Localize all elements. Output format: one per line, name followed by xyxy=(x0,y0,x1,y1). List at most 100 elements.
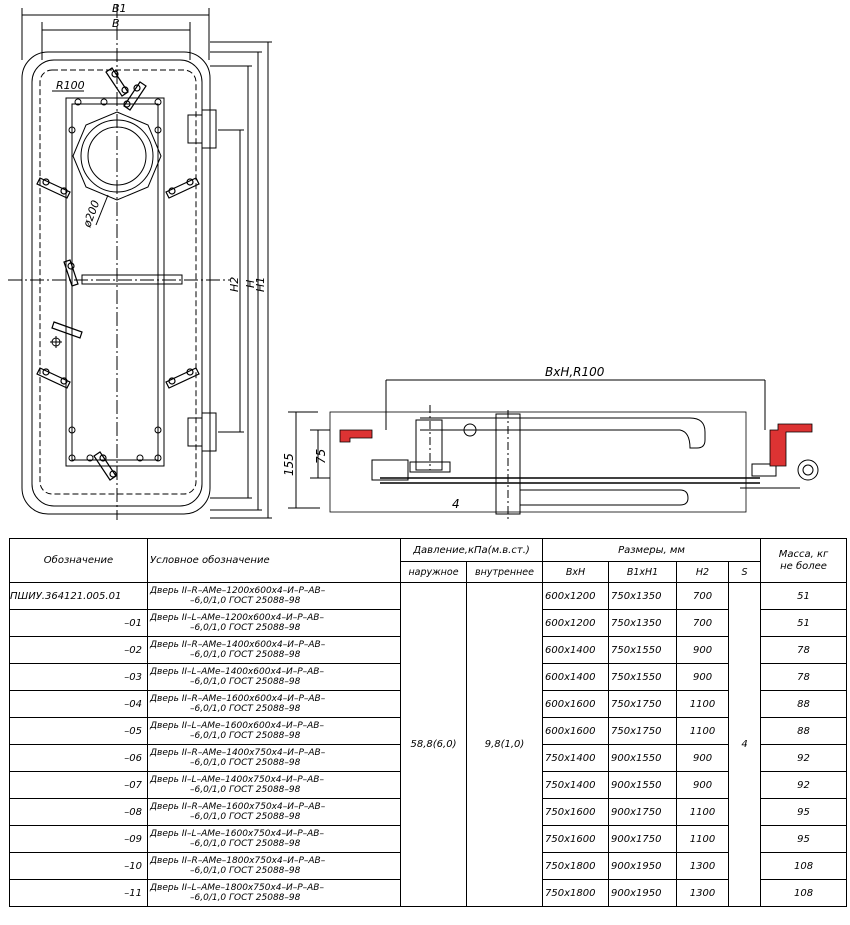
cell-h2: 900 xyxy=(676,636,730,664)
cell-designation: –11 xyxy=(9,879,148,907)
header-bxh: BxH xyxy=(542,561,610,583)
cell-b1h1: 900x1750 xyxy=(608,798,678,826)
cell-name: Дверь II–L–AMe–1200x600x4–И–Р–АВ––6,0/1,… xyxy=(147,609,401,637)
cell-designation: –10 xyxy=(9,852,148,880)
header-designation: Обозначение xyxy=(9,538,148,583)
cell-mass: 108 xyxy=(760,852,848,880)
cell-mass: 95 xyxy=(760,825,848,853)
name-line-2: –6,0/1,0 ГОСТ 25088–98 xyxy=(190,839,301,849)
header-pressure: Давление,кПа(м.в.ст.) xyxy=(399,538,544,562)
name-line-2: –6,0/1,0 ГОСТ 25088–98 xyxy=(190,866,301,876)
cell-mass: 78 xyxy=(760,636,848,664)
cell-mass: 108 xyxy=(760,879,848,907)
cell-name: Дверь II–R–AMe–1600x750x4–И–Р–АВ––6,0/1,… xyxy=(147,798,401,826)
cell-name: Дверь II–R–AMe–1800x750x4–И–Р–АВ––6,0/1,… xyxy=(147,852,401,880)
cell-b1h1: 750x1550 xyxy=(608,663,678,691)
door-frame-outer xyxy=(21,51,211,515)
cell-b1h1: 900x1550 xyxy=(608,771,678,799)
label-4: 4 xyxy=(452,497,460,511)
name-line-1: Дверь II–L–AMe–1800x750x4–И–Р–АВ– xyxy=(150,883,324,893)
cell-h2: 900 xyxy=(676,663,730,691)
cell-h2: 1300 xyxy=(676,852,730,880)
cell-mass: 92 xyxy=(760,744,848,772)
porthole xyxy=(80,119,154,193)
cell-bxh: 600x1400 xyxy=(542,663,610,691)
cell-s: 4 xyxy=(728,582,762,907)
cell-bxh: 750x1800 xyxy=(542,879,610,907)
cell-h2: 1100 xyxy=(676,798,730,826)
cell-mass: 88 xyxy=(760,690,848,718)
cell-name: Дверь II–R–AMe–1400x600x4–И–Р–АВ––6,0/1,… xyxy=(147,636,401,664)
cell-h2: 1100 xyxy=(676,825,730,853)
cell-h2: 700 xyxy=(676,609,730,637)
cell-designation: –09 xyxy=(9,825,148,853)
door-drawing: B1 B R100 ø200 H2 H H1 xyxy=(8,2,819,520)
cell-bxh: 600x1200 xyxy=(542,609,610,637)
name-line-1: Дверь II–L–AMe–1400x600x4–И–Р–АВ– xyxy=(150,667,324,677)
cell-name: Дверь II–L–AMe–1800x750x4–И–Р–АВ––6,0/1,… xyxy=(147,879,401,907)
cell-name: Дверь II–R–AMe–1400x750x4–И–Р–АВ––6,0/1,… xyxy=(147,744,401,772)
cell-h2: 700 xyxy=(676,582,730,610)
cell-name: Дверь II–L–AMe–1600x750x4–И–Р–АВ––6,0/1,… xyxy=(147,825,401,853)
cell-designation: –04 xyxy=(9,690,148,718)
label-d200: ø200 xyxy=(80,199,102,230)
name-line-1: Дверь II–L–AMe–1200x600x4–И–Р–АВ– xyxy=(150,613,324,623)
cell-designation: –08 xyxy=(9,798,148,826)
name-line-2: –6,0/1,0 ГОСТ 25088–98 xyxy=(190,893,301,903)
name-line-1: Дверь II–L–AMe–1600x750x4–И–Р–АВ– xyxy=(150,829,324,839)
cell-mass: 92 xyxy=(760,771,848,799)
cell-mass: 88 xyxy=(760,717,848,745)
cell-bxh: 750x1600 xyxy=(542,825,610,853)
cell-b1h1: 750x1750 xyxy=(608,717,678,745)
cell-designation: –06 xyxy=(9,744,148,772)
cell-h2: 900 xyxy=(676,771,730,799)
cell-bxh: 750x1400 xyxy=(542,744,610,772)
name-line-2: –6,0/1,0 ГОСТ 25088–98 xyxy=(190,650,301,660)
header-outer: наружное xyxy=(400,561,467,583)
cell-bxh: 750x1800 xyxy=(542,852,610,880)
cell-h2: 900 xyxy=(676,744,730,772)
door-leaf xyxy=(39,69,197,495)
cell-h2: 1300 xyxy=(676,879,730,907)
cell-mass: 95 xyxy=(760,798,848,826)
cell-mass: 51 xyxy=(760,582,848,610)
label-b1: B1 xyxy=(112,2,127,15)
cell-b1h1: 750x1350 xyxy=(608,582,678,610)
cell-bxh: 750x1600 xyxy=(542,798,610,826)
cell-designation: ПШИУ.364121.005.01 xyxy=(9,582,148,610)
label-75: 75 xyxy=(314,449,328,464)
header-s: S xyxy=(728,561,762,583)
header-sizes: Размеры, мм xyxy=(542,538,762,562)
cell-bxh: 600x1600 xyxy=(542,690,610,718)
name-line-1: Дверь II–R–AMe–1800x750x4–И–Р–АВ– xyxy=(150,856,326,866)
cell-h2: 1100 xyxy=(676,690,730,718)
cell-designation: –07 xyxy=(9,771,148,799)
cell-designation: –05 xyxy=(9,717,148,745)
cell-pressure-inner: 9,8(1,0) xyxy=(465,582,544,907)
cell-b1h1: 900x1750 xyxy=(608,825,678,853)
header-inner: внутреннее xyxy=(465,561,544,583)
label-h1: H1 xyxy=(254,277,267,292)
label-b: B xyxy=(112,17,120,30)
cell-name: Дверь II–R–AMe–1600x600x4–И–Р–АВ––6,0/1,… xyxy=(147,690,401,718)
cell-b1h1: 900x1950 xyxy=(608,852,678,880)
name-line-2: –6,0/1,0 ГОСТ 25088–98 xyxy=(190,785,301,795)
cell-h2: 1100 xyxy=(676,717,730,745)
spec-table: Обозначение Условное обозначение Давлени… xyxy=(9,538,848,907)
label-h: H xyxy=(244,280,257,288)
name-line-1: Дверь II–R–AMe–1600x750x4–И–Р–АВ– xyxy=(150,802,326,812)
cell-bxh: 600x1200 xyxy=(542,582,610,610)
cell-bxh: 750x1400 xyxy=(542,771,610,799)
name-line-1: Дверь II–R–AMe–1600x600x4–И–Р–АВ– xyxy=(150,694,326,704)
cell-designation: –01 xyxy=(9,609,148,637)
name-line-2: –6,0/1,0 ГОСТ 25088–98 xyxy=(190,596,301,606)
cell-designation: –02 xyxy=(9,636,148,664)
cell-designation: –03 xyxy=(9,663,148,691)
